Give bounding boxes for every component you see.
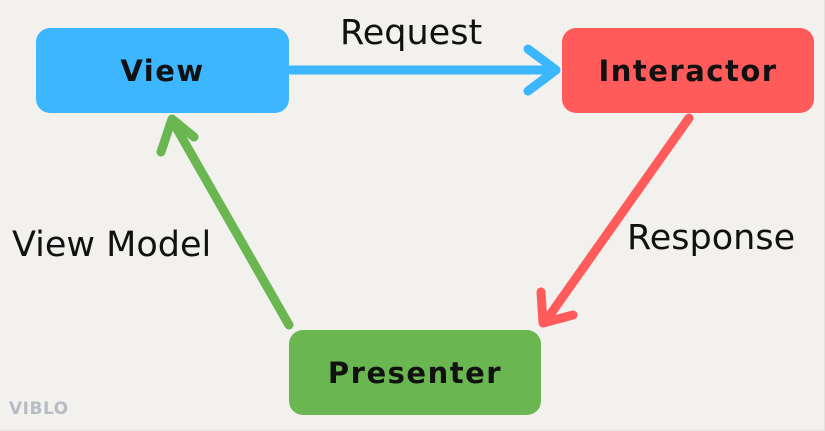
view-model-arrow [156, 114, 294, 330]
response-arrow-head [536, 287, 578, 328]
view-model-arrow-head [156, 114, 199, 157]
request-arrow [285, 44, 561, 96]
viblo-watermark: VIBLO [9, 399, 69, 419]
request-label: Request [340, 13, 483, 53]
interactor-node-label: Interactor [598, 53, 778, 88]
request-arrow-head [523, 44, 561, 96]
view-node: View [36, 28, 289, 113]
response-label: Response [627, 218, 796, 258]
presenter-node: Presenter [289, 330, 541, 415]
view-model-label: View Model [12, 225, 212, 265]
view-node-label: View [120, 53, 205, 88]
presenter-node-label: Presenter [327, 355, 503, 390]
view-model-arrow-shaft [168, 117, 294, 330]
interactor-node: Interactor [562, 28, 814, 113]
